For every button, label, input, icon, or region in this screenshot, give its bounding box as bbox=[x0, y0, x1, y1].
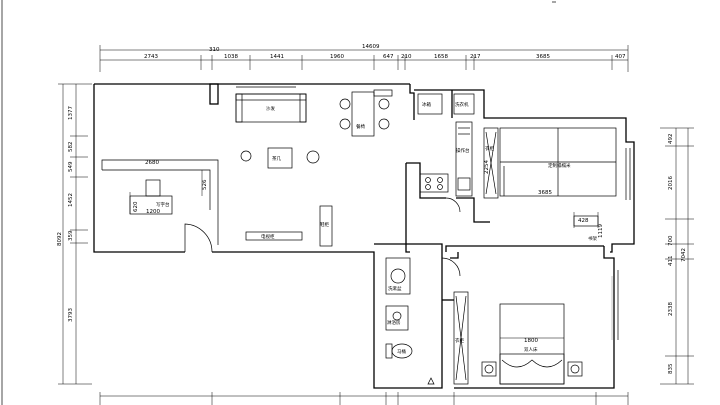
washbasin-label: 洗漱盆 bbox=[388, 285, 402, 292]
dim-right-total: 7042 bbox=[681, 248, 687, 262]
wardrobe bbox=[483, 127, 499, 199]
double-bed-label: 双人床 bbox=[524, 346, 538, 353]
lamp-icon bbox=[484, 364, 494, 374]
double-bed: 1800 双人床 bbox=[499, 303, 565, 385]
nightstand bbox=[567, 361, 583, 377]
dim-wardrobe-small: 2254 bbox=[484, 160, 490, 174]
dim-left: 1377 bbox=[68, 106, 74, 120]
dim-left: 359 bbox=[68, 230, 74, 241]
lamp-icon bbox=[570, 364, 580, 374]
bedroom: 衣柜 1800 双人床 bbox=[453, 276, 613, 385]
drain-mark bbox=[427, 377, 435, 385]
dim-right: 2016 bbox=[668, 176, 674, 190]
ottoman-icon bbox=[306, 150, 320, 164]
washer-label: 洗衣机 bbox=[455, 101, 469, 108]
dim-desk-width: 1200 bbox=[146, 209, 160, 215]
desk-chair bbox=[145, 179, 161, 197]
dim-living-width: 2680 bbox=[145, 160, 159, 166]
dim-wardrobe-side: 1119 bbox=[598, 224, 604, 238]
nightstand bbox=[481, 361, 497, 377]
dim-right: 2338 bbox=[668, 302, 674, 316]
kitchen: 冰箱 洗衣机 操作台 bbox=[417, 93, 475, 213]
coffee-table: 茶几 bbox=[240, 147, 320, 169]
dim-left: 582 bbox=[68, 142, 74, 153]
shoe-cabinet: 鞋柜 bbox=[319, 205, 333, 247]
tatami-label: 定制榻榻米 bbox=[548, 162, 571, 169]
dim-wardrobe-width: 3685 bbox=[538, 190, 552, 196]
dim-top: 1038 bbox=[224, 54, 238, 60]
dim-top: 2743 bbox=[144, 54, 158, 60]
dining-chair-label: 餐椅 bbox=[356, 123, 365, 130]
dim-top: 1441 bbox=[270, 54, 284, 60]
dim-right: 835 bbox=[668, 363, 674, 374]
tv-cabinet: 电视柜 bbox=[245, 231, 303, 241]
fridge-label: 冰箱 bbox=[422, 101, 431, 108]
living-room: 沙发 餐椅 茶几 2680 写字台 1200 620 bbox=[101, 89, 393, 253]
sink-icon bbox=[457, 177, 471, 191]
dim-bed-width: 1800 bbox=[524, 338, 538, 344]
study-alcove: 2680 写字台 1200 620 526 bbox=[101, 159, 219, 245]
dim-desk-gap: 526 bbox=[202, 179, 208, 190]
shower: 淋浴房 bbox=[385, 305, 409, 331]
dim-top: 217 bbox=[470, 54, 481, 60]
dim-wardrobe-depth: 428 bbox=[578, 218, 589, 224]
shower-label: 淋浴房 bbox=[387, 319, 401, 326]
dim-top: 407 bbox=[615, 54, 626, 60]
armchair-icon bbox=[240, 150, 252, 162]
dim-top: 647 bbox=[383, 54, 394, 60]
door-swing bbox=[184, 223, 213, 253]
dim-left: 549 bbox=[68, 161, 74, 172]
dim-right: 492 bbox=[668, 134, 674, 145]
left-dimensions: 1377 582 549 1452 359 3793 8092 bbox=[57, 83, 92, 385]
desk-label: 写字台 bbox=[156, 201, 170, 208]
bed-wardrobe: 衣柜 bbox=[453, 291, 469, 385]
door-swing bbox=[441, 257, 461, 277]
dim-top-total: 14609 bbox=[362, 44, 380, 50]
fridge: 冰箱 bbox=[417, 93, 443, 115]
washbasin: 洗漱盆 bbox=[385, 257, 411, 295]
bookshelf: 428 1119 书架 bbox=[573, 212, 604, 242]
dining-set: 餐椅 bbox=[339, 89, 393, 137]
dim-left: 3793 bbox=[68, 308, 74, 322]
dim-top: 210 bbox=[401, 54, 412, 60]
tv-cabinet-label: 电视柜 bbox=[261, 233, 275, 240]
top-dimensions: 14609 2743 310 1038 1441 1960 647 210 16… bbox=[99, 44, 629, 72]
coffee-table-label: 茶几 bbox=[272, 155, 281, 162]
shoe-cabinet-label: 鞋柜 bbox=[320, 221, 329, 228]
dim-desk-depth: 620 bbox=[133, 201, 139, 212]
dim-left: 1452 bbox=[68, 193, 74, 207]
dim-top: 310 bbox=[209, 47, 220, 53]
kitchen-counter: 操作台 bbox=[455, 121, 473, 197]
right-dimensions: 492 2016 700 411 2338 835 7042 bbox=[660, 127, 694, 385]
windows bbox=[236, 83, 631, 340]
counter-label: 操作台 bbox=[456, 147, 470, 154]
dim-right: 700 bbox=[668, 235, 674, 246]
sofa-label: 沙发 bbox=[266, 105, 275, 112]
bookshelf-label: 书架 bbox=[588, 235, 597, 242]
toilet-label: 马桶 bbox=[397, 348, 406, 355]
dim-top: 1960 bbox=[330, 54, 344, 60]
dim-top: 1658 bbox=[434, 54, 448, 60]
bottom-dimension-ticks bbox=[99, 392, 629, 405]
door-swing bbox=[445, 197, 461, 213]
toilet: 马桶 bbox=[385, 343, 413, 359]
bed-wardrobe-label: 衣柜 bbox=[455, 337, 464, 344]
sofa: 沙发 bbox=[235, 93, 307, 123]
study-room: 衣柜 2254 定制榻榻米 3685 428 1119 书架 bbox=[483, 127, 617, 242]
wardrobe-label: 衣柜 bbox=[485, 145, 494, 152]
dim-top: 3685 bbox=[536, 54, 550, 60]
stove bbox=[419, 173, 449, 193]
dim-left-total: 8092 bbox=[57, 232, 63, 246]
walls bbox=[93, 83, 635, 389]
bathroom: 洗漱盆 淋浴房 马桶 bbox=[385, 257, 461, 385]
washer: 洗衣机 bbox=[453, 93, 475, 115]
tatami: 定制榻榻米 3685 bbox=[499, 127, 617, 197]
dim-right: 411 bbox=[668, 256, 674, 267]
